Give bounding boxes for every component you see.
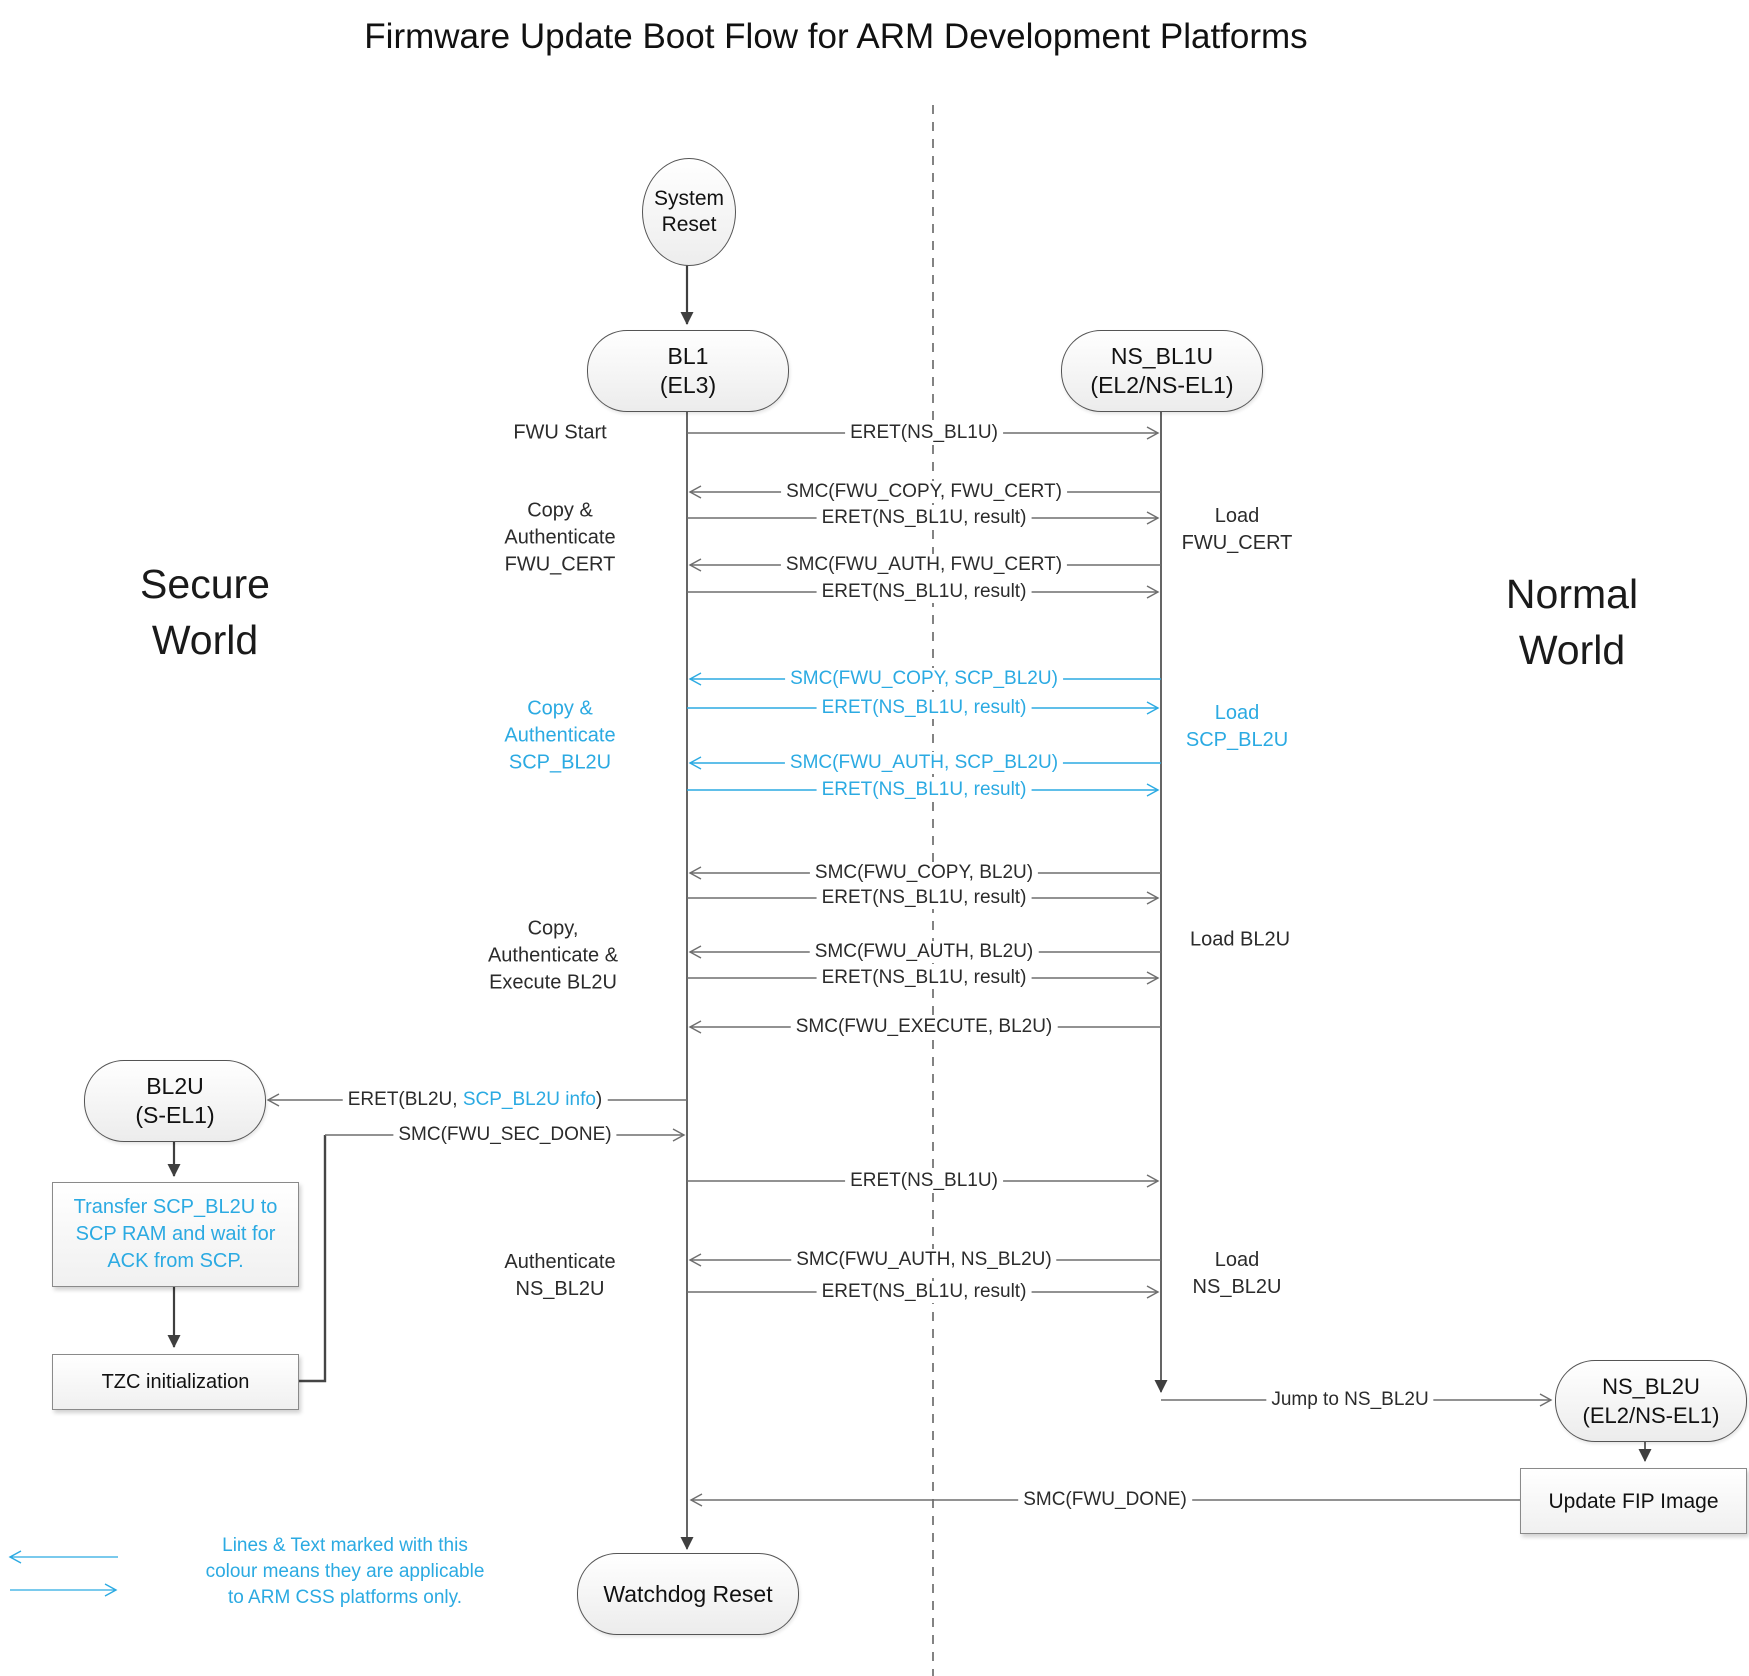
bl2u-node: BL2U (S-EL1): [84, 1060, 266, 1142]
normal-world-label: Normal World: [1506, 566, 1638, 678]
system-reset-line2: Reset: [661, 213, 717, 236]
label-auth-ns: Authenticate NS_BL2U: [504, 1249, 615, 1303]
ns-bl1u-name: NS_BL1U: [1110, 343, 1214, 369]
watchdog-reset-label: Watchdog Reset: [603, 1580, 773, 1607]
label-load-ns: Load NS_BL2U: [1193, 1247, 1282, 1301]
msg-smc-sec-done: SMC(FWU_SEC_DONE): [393, 1124, 617, 1146]
normal-world-line2: World: [1518, 627, 1626, 673]
label-copy-auth-cert: Copy & Authenticate FWU_CERT: [504, 498, 615, 579]
ns-bl2u-level: (EL2/NS-EL1): [1582, 1403, 1720, 1428]
tzc-init-box: TZC initialization: [52, 1354, 299, 1410]
secure-world-line1: Secure: [140, 561, 270, 607]
normal-world-line1: Normal: [1505, 571, 1639, 617]
legend-line2: colour means they are applicable: [205, 1561, 485, 1582]
msg-smc-auth-bl2u: SMC(FWU_AUTH, BL2U): [809, 941, 1039, 963]
transfer-scp-line2: SCP RAM and wait for: [75, 1223, 276, 1245]
label-copy-auth-exec-1: Copy,: [527, 917, 579, 940]
msg-smc-copy-cert: SMC(FWU_COPY, FWU_CERT): [781, 481, 1067, 503]
label-copy-auth-cert-2: Authenticate: [504, 526, 616, 549]
msg-eret-result-3: ERET(NS_BL1U, result): [816, 697, 1032, 719]
label-load-cert: Load FWU_CERT: [1182, 503, 1293, 557]
label-load-scp-1: Load: [1214, 702, 1260, 724]
legend-line1: Lines & Text marked with this: [222, 1535, 468, 1556]
ns-bl1u-node: NS_BL1U (EL2/NS-EL1): [1061, 330, 1263, 412]
label-auth-ns-2: NS_BL2U: [515, 1278, 605, 1300]
legend-note: Lines & Text marked with this colour mea…: [206, 1533, 485, 1611]
msg-eret-ns-bl1u: ERET(NS_BL1U): [845, 1170, 1003, 1192]
ns-bl2u-name: NS_BL2U: [1602, 1374, 1700, 1399]
bl2u-name: BL2U: [146, 1073, 204, 1099]
bl1-level: (EL3): [659, 372, 717, 398]
label-load-ns-2: NS_BL2U: [1192, 1276, 1282, 1298]
tzc-elbow-connector: [297, 1135, 327, 1383]
secure-world-label: Secure World: [140, 556, 270, 668]
label-load-scp-2: SCP_BL2U: [1185, 729, 1289, 751]
system-reset-node: System Reset: [642, 158, 736, 266]
msg-eret-start: ERET(NS_BL1U): [845, 422, 1003, 444]
label-copy-auth-scp-1: Copy &: [527, 697, 593, 720]
msg-eret-result-5: ERET(NS_BL1U, result): [816, 887, 1032, 909]
label-load-cert-1: Load: [1214, 505, 1260, 527]
label-copy-auth-cert-3: FWU_CERT: [504, 553, 616, 576]
label-copy-auth-exec-3: Execute BL2U: [489, 971, 617, 994]
msg-eret-result-4: ERET(NS_BL1U, result): [816, 779, 1032, 801]
secure-world-line2: World: [151, 617, 259, 663]
msg-eret-result-6: ERET(NS_BL1U, result): [816, 967, 1032, 989]
label-copy-auth-scp-3: SCP_BL2U: [508, 751, 612, 774]
ns-bl2u-node: NS_BL2U (EL2/NS-EL1): [1555, 1360, 1747, 1442]
msg-smc-auth-scp: SMC(FWU_AUTH, SCP_BL2U): [784, 752, 1064, 774]
transfer-scp-box: Transfer SCP_BL2U to SCP RAM and wait fo…: [52, 1182, 299, 1287]
msg-smc-copy-bl2u: SMC(FWU_COPY, BL2U): [809, 862, 1039, 884]
system-reset-line1: System: [653, 187, 724, 210]
watchdog-reset-node: Watchdog Reset: [577, 1553, 799, 1635]
bl1-name: BL1: [667, 343, 709, 369]
bl1-node: BL1 (EL3): [587, 330, 789, 412]
transfer-scp-line1: Transfer SCP_BL2U to: [73, 1196, 278, 1218]
msg-eret-bl2u-part2: SCP_BL2U info: [462, 1089, 596, 1110]
tzc-init-label: TZC initialization: [101, 1370, 250, 1393]
msg-jump-ns-bl2u: Jump to NS_BL2U: [1266, 1389, 1434, 1411]
page-title: Firmware Update Boot Flow for ARM Develo…: [364, 17, 1308, 56]
label-load-ns-1: Load: [1214, 1249, 1260, 1271]
legend-line3: to ARM CSS platforms only.: [227, 1587, 463, 1608]
msg-smc-copy-scp: SMC(FWU_COPY, SCP_BL2U): [785, 668, 1063, 690]
label-copy-auth-scp: Copy & Authenticate SCP_BL2U: [504, 696, 615, 777]
ns-bl1u-level: (EL2/NS-EL1): [1090, 372, 1234, 398]
msg-eret-bl2u: ERET(BL2U, SCP_BL2U info): [342, 1089, 608, 1111]
msg-eret-bl2u-part1: ERET(BL2U,: [347, 1089, 463, 1110]
label-auth-ns-1: Authenticate: [504, 1251, 616, 1273]
msg-eret-result-2: ERET(NS_BL1U, result): [816, 581, 1032, 603]
msg-smc-fwu-done: SMC(FWU_DONE): [1018, 1489, 1192, 1511]
msg-eret-result-1: ERET(NS_BL1U, result): [816, 507, 1032, 529]
label-load-cert-2: FWU_CERT: [1181, 532, 1293, 554]
label-copy-auth-exec-2: Authenticate &: [487, 944, 619, 967]
bl2u-level: (S-EL1): [135, 1102, 215, 1128]
msg-smc-execute-bl2u: SMC(FWU_EXECUTE, BL2U): [790, 1016, 1058, 1038]
label-copy-auth-scp-2: Authenticate: [504, 724, 616, 747]
update-fip-box: Update FIP Image: [1520, 1468, 1747, 1534]
transfer-scp-line3: ACK from SCP.: [107, 1250, 244, 1272]
label-load-bl2u: Load BL2U: [1189, 928, 1291, 951]
msg-smc-auth-ns-bl2u: SMC(FWU_AUTH, NS_BL2U): [791, 1249, 1057, 1271]
update-fip-label: Update FIP Image: [1548, 1489, 1719, 1513]
label-copy-auth-exec: Copy, Authenticate & Execute BL2U: [488, 916, 618, 997]
label-copy-auth-cert-1: Copy &: [527, 499, 593, 522]
label-fwu-start: FWU Start: [513, 421, 607, 444]
label-load-scp: Load SCP_BL2U: [1186, 700, 1288, 754]
msg-eret-bl2u-part3: ): [595, 1089, 603, 1110]
msg-eret-result-7: ERET(NS_BL1U, result): [816, 1281, 1032, 1303]
msg-smc-auth-cert: SMC(FWU_AUTH, FWU_CERT): [780, 554, 1068, 576]
